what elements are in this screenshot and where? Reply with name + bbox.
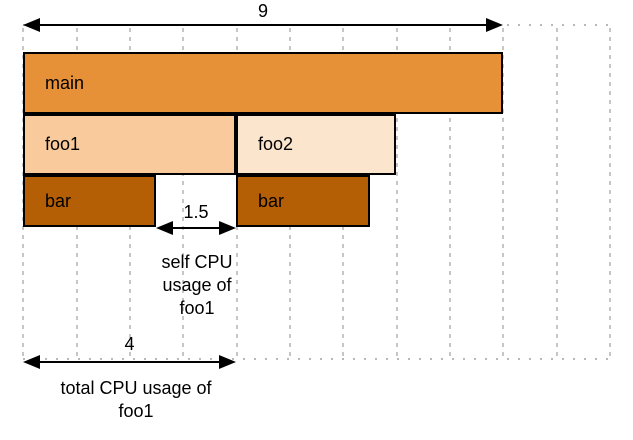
arrow-line: [169, 227, 223, 229]
gridline-vertical: [609, 28, 611, 358]
arrowhead-left-icon: [156, 221, 173, 235]
total-width-value: 9: [257, 1, 268, 21]
frame-foo1-label: foo1: [45, 134, 81, 154]
self-usage-arrow-icon: [156, 220, 236, 236]
total-usage-caption: total CPU usage of foo1: [60, 378, 212, 421]
frame-main-label: main: [45, 72, 85, 93]
frame-bar-left-label: bar: [45, 190, 72, 211]
bottom-dotted-guide-line: [23, 358, 612, 360]
total-usage-value: 4: [124, 334, 135, 354]
frame-bar-left: bar: [23, 175, 156, 227]
frame-foo2-label: foo2: [258, 134, 294, 154]
frame-bar-right-label: bar: [258, 190, 285, 211]
arrowhead-right-icon: [219, 355, 236, 369]
gridline-vertical: [502, 28, 504, 358]
self-usage-caption: self CPU usage of foo1: [161, 252, 233, 318]
arrow-line: [36, 361, 223, 363]
gridline-vertical: [396, 28, 398, 358]
arrowhead-right-icon: [486, 18, 503, 32]
total-width-arrow-icon: [23, 17, 503, 33]
gridline-vertical: [556, 28, 558, 358]
gridline-vertical: [449, 28, 451, 358]
arrowhead-right-icon: [219, 221, 236, 235]
self-usage-value: 1.5: [183, 202, 209, 222]
arrowhead-left-icon: [23, 355, 40, 369]
arrow-line: [36, 24, 490, 26]
total-usage-arrow-icon: [23, 354, 236, 370]
gridline-vertical: [182, 28, 184, 358]
frame-foo1: foo1: [23, 114, 236, 175]
arrowhead-left-icon: [23, 18, 40, 32]
frame-main: main: [23, 52, 503, 114]
frame-bar-right: bar: [236, 175, 370, 227]
frame-foo2: foo2: [236, 114, 396, 175]
